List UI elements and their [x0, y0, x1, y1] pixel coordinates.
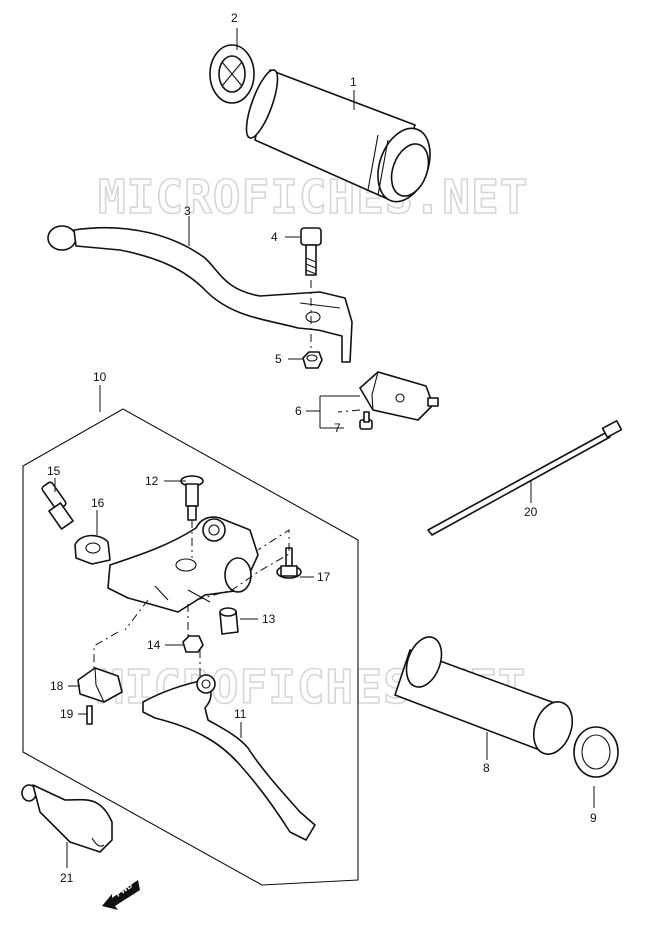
callout-5: 5: [275, 352, 282, 366]
callout-9: 9: [590, 811, 597, 825]
part-9-grip-end: [573, 726, 619, 778]
callout-20: 20: [524, 505, 538, 519]
part-16-clip: [74, 534, 111, 565]
callout-4: 4: [271, 230, 278, 244]
part-1-throttle-grip: [245, 69, 431, 203]
part-19-screw: [86, 705, 93, 725]
callout-10: 10: [93, 370, 107, 384]
part-10-lever-holder: [107, 516, 259, 613]
callout-18: 18: [50, 679, 64, 693]
callout-2: 2: [231, 11, 238, 25]
part-21-boot: [21, 784, 113, 853]
assembly-center-lines: [91, 280, 361, 724]
part-18-switch: [77, 667, 123, 703]
part-17-bolt: [276, 547, 302, 579]
part-7-screw: [359, 411, 373, 430]
callout-13: 13: [262, 612, 276, 626]
callout-14: 14: [147, 638, 161, 652]
part-11-lever: [142, 674, 316, 841]
callout-6: 6: [295, 404, 302, 418]
part-5-nut: [302, 351, 323, 369]
watermark-top: MICROFICHES.NET: [98, 170, 528, 224]
lever-kit-boundary: [22, 408, 359, 886]
part-2-grip-end-cap: [209, 44, 255, 104]
callout-12: 12: [145, 474, 159, 488]
part-14-nut: [182, 635, 204, 653]
callout-21: 21: [60, 871, 74, 885]
leader-lines: [54, 28, 595, 868]
callout-3: 3: [184, 204, 191, 218]
callout-7: 7: [334, 421, 341, 435]
part-13-collar: [219, 607, 239, 635]
callout-8: 8: [483, 761, 490, 775]
part-12-pivot-bolt: [180, 475, 204, 521]
callout-1: 1: [350, 75, 357, 89]
callout-15: 15: [47, 464, 61, 478]
fwd-arrow-icon: FWD: [102, 880, 140, 910]
callout-16: 16: [91, 496, 105, 510]
part-15-adjuster-screw: [41, 481, 74, 530]
part-3-lever: [47, 225, 353, 363]
callout-11: 11: [234, 707, 247, 721]
part-6-switch: [359, 371, 439, 421]
callout-17: 17: [317, 570, 331, 584]
part-8-left-grip: [394, 636, 574, 755]
callouts: 2 1 3 4 5 6 7 10 12 15 16 17 13 14 18 19…: [47, 11, 597, 885]
part-4-bolt: [300, 227, 322, 276]
part-20-cable-tie: [427, 420, 623, 536]
callout-19: 19: [60, 707, 74, 721]
